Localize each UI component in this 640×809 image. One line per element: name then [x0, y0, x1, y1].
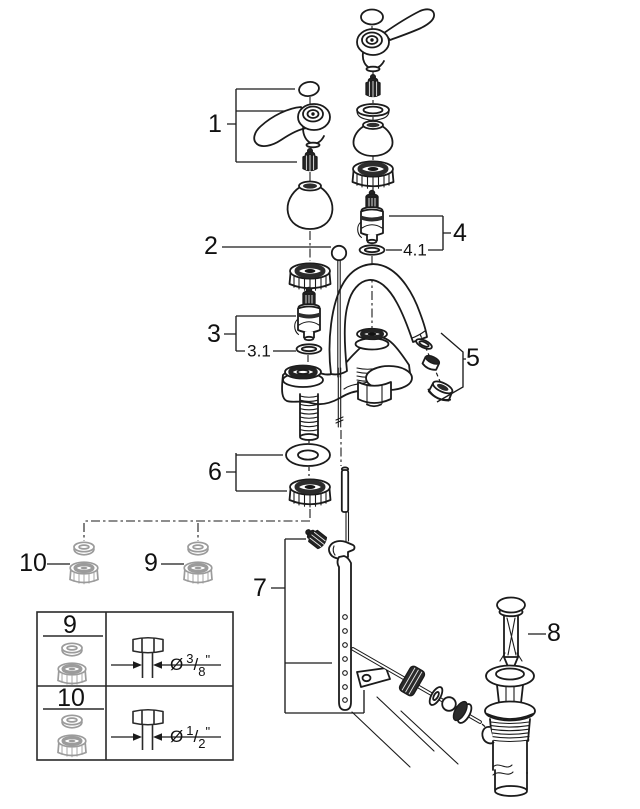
faucet-body	[281, 263, 428, 441]
pivot-ball	[441, 696, 457, 712]
supply-nut	[182, 560, 214, 586]
handle-screw	[365, 73, 381, 98]
arrowhead-right	[133, 733, 142, 741]
supply-nut-icon	[56, 661, 88, 687]
mounting-hardware: 6	[208, 439, 330, 507]
lift-rod-knob: 2	[204, 232, 348, 262]
sink-hatch-lines	[351, 696, 459, 768]
callout-9: 9	[144, 549, 158, 577]
lift-rod	[335, 259, 350, 542]
callout-5: 5	[466, 344, 480, 372]
drain-flange	[485, 664, 535, 688]
callout-1-bracket: 1	[208, 88, 297, 163]
legend-num-9: 9	[63, 611, 77, 639]
pipe-nut-icon	[132, 708, 164, 726]
drain-body	[481, 684, 536, 776]
callout-2: 2	[204, 232, 218, 260]
mounting-locknut	[290, 479, 331, 507]
o-ring-4-1	[358, 244, 386, 256]
legend-num-10: 10	[57, 684, 85, 712]
retaining-nut	[290, 263, 331, 291]
cone-washer-icon	[61, 642, 83, 657]
rod-clip-opening	[481, 726, 495, 745]
escutcheon-bell	[352, 120, 394, 157]
clevis	[356, 667, 391, 688]
slip-ring	[356, 103, 390, 121]
lift-rod-strap	[336, 555, 352, 711]
knob-ball	[330, 244, 348, 262]
o-ring-3-1	[295, 343, 323, 355]
callout-4: 4	[453, 219, 467, 247]
drain-tailpiece	[494, 769, 528, 797]
valve-cartridge-4	[356, 189, 384, 245]
clamp-screw	[301, 524, 330, 551]
cone-washer	[73, 541, 95, 556]
shank-hex-nut	[357, 381, 392, 408]
pivot-gasket	[398, 665, 426, 697]
pivot-nut	[452, 700, 473, 724]
right-handle-assembly	[352, 8, 435, 328]
aerator-washer	[415, 338, 433, 350]
cone-washer-icon	[61, 714, 83, 729]
callout-3-bracket: 3 3.1	[207, 315, 296, 361]
valve-cartridge-3	[293, 286, 321, 342]
ball-rod-assembly	[351, 647, 491, 768]
mounting-washer	[285, 443, 331, 467]
callout-6: 6	[208, 458, 222, 486]
arrowhead-right	[133, 661, 142, 669]
left-shank-threads	[299, 393, 319, 441]
aerator-insert	[421, 354, 441, 371]
callout-3: 3	[207, 320, 221, 348]
supply-part-9	[182, 541, 214, 586]
aerator-housing	[427, 380, 454, 402]
handle-screw	[302, 147, 318, 172]
supply-nut-icon	[56, 733, 88, 759]
handle-cap	[298, 80, 320, 98]
cone-washer	[187, 541, 209, 556]
callout-4-bracket: 4 4.1	[386, 215, 467, 260]
left-handle-assembly	[253, 80, 334, 362]
drain-assembly: 8	[481, 596, 561, 797]
pipe-nut-icon	[132, 636, 164, 654]
arrowhead-left	[153, 733, 162, 741]
escutcheon-bell	[286, 180, 334, 230]
handle-cap	[360, 8, 384, 26]
drain-plunger	[496, 596, 526, 675]
callout-7: 7	[253, 574, 267, 602]
callout-1: 1	[208, 110, 222, 138]
left-valve-mount	[282, 364, 324, 388]
supply-part-10	[68, 541, 100, 586]
pivot-washer	[428, 686, 444, 706]
callout-8: 8	[547, 619, 561, 647]
right-valve-mount	[354, 327, 390, 351]
retaining-nut	[353, 161, 394, 189]
supply-connections: 10 9	[19, 509, 311, 586]
lift-rod-strap-assembly: 7	[253, 524, 365, 714]
aerator-assembly: 5	[415, 332, 480, 403]
callout-3-1: 3.1	[247, 342, 271, 361]
spout	[328, 263, 428, 376]
lever-handle	[356, 8, 435, 73]
rod-clamp	[328, 540, 356, 560]
callout-10: 10	[19, 549, 47, 577]
callout-4-1: 4.1	[403, 241, 427, 260]
supply-nut	[68, 560, 100, 586]
lever-handle	[253, 103, 331, 149]
arrowhead-left	[153, 661, 162, 669]
